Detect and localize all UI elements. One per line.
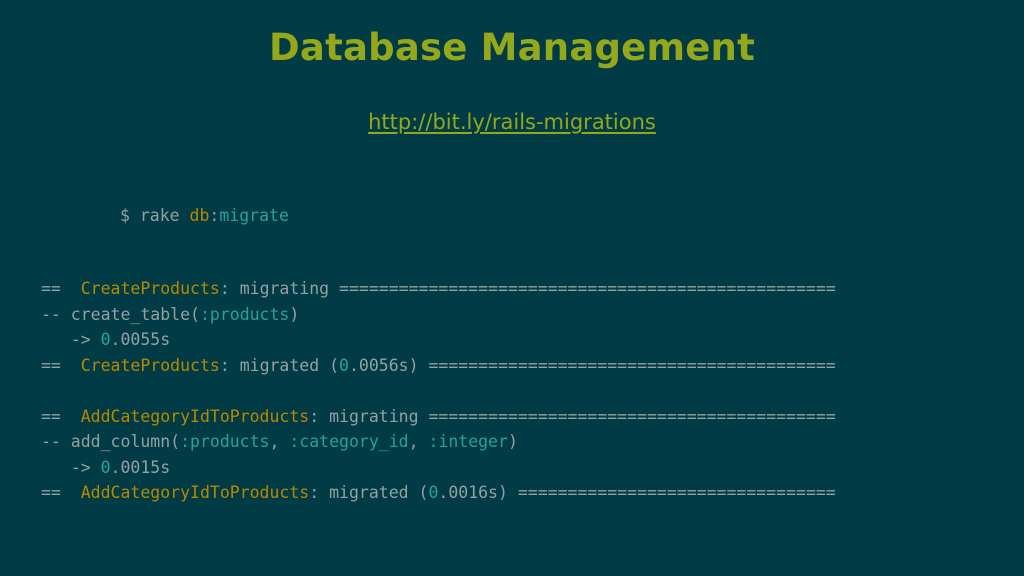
output-segment: : migrating ============================… — [309, 406, 836, 426]
migration-output: == CreateProducts: migrating ===========… — [41, 276, 836, 506]
output-segment: == — [41, 406, 81, 426]
output-segment: .0015s — [110, 457, 171, 477]
output-line: -- add_column(:products, :category_id, :… — [41, 429, 836, 455]
output-segment: AddCategoryIdToProducts — [80, 406, 310, 426]
output-segment: .0016s) ================================ — [438, 483, 836, 502]
output-line: == CreateProducts: migrated (0.0056s) ==… — [41, 353, 836, 379]
output-segment: ) — [289, 304, 300, 324]
output-line: -> 0.0055s — [41, 327, 836, 353]
output-segment: :integer — [428, 432, 508, 451]
output-segment: AddCategoryIdToProducts — [80, 483, 310, 502]
output-segment: :category_id — [289, 432, 409, 451]
output-segment: :products — [199, 304, 290, 324]
output-segment: -- create_table( — [41, 304, 200, 324]
output-segment: == — [41, 483, 81, 502]
output-segment: 0 — [428, 483, 439, 502]
output-segment: 0 — [339, 355, 349, 375]
output-segment: : migrating ============================… — [219, 279, 836, 298]
output-line: == AddCategoryIdToProducts: migrated (0.… — [41, 480, 836, 506]
output-segment: -> — [41, 330, 101, 349]
output-line: == AddCategoryIdToProducts: migrating ==… — [41, 404, 836, 430]
output-segment: , — [408, 432, 429, 451]
output-line: -> 0.0015s — [41, 455, 836, 481]
output-segment: -> — [41, 457, 101, 477]
output-segment: == — [41, 355, 81, 375]
output-segment: :products — [180, 432, 270, 451]
command-separator: : — [209, 206, 220, 225]
output-line: == CreateProducts: migrating ===========… — [41, 276, 836, 302]
slide-title: Database Management — [269, 26, 755, 69]
output-segment: .0055s — [110, 330, 171, 349]
output-line: -- create_table(:products) — [41, 302, 836, 328]
terminal-command: $ rake db:migrate — [120, 206, 289, 225]
output-segment: ) — [507, 432, 518, 451]
output-segment: CreateProducts — [80, 279, 220, 298]
output-line — [41, 378, 836, 404]
output-segment: 0 — [100, 330, 111, 349]
command-action: migrate — [219, 206, 289, 225]
output-segment: : migrated ( — [219, 355, 340, 375]
output-segment: 0 — [100, 457, 111, 477]
command-task: db — [189, 206, 210, 225]
output-segment: , — [269, 432, 290, 451]
output-segment: -- add_column( — [41, 432, 181, 451]
migrations-link[interactable]: http://bit.ly/rails-migrations — [368, 110, 656, 134]
command-prompt: $ rake — [120, 206, 190, 225]
output-segment: CreateProducts — [80, 355, 220, 375]
output-segment: == — [41, 279, 81, 298]
output-segment: .0056s) ================================… — [348, 355, 836, 375]
output-segment: : migrated ( — [309, 483, 429, 502]
